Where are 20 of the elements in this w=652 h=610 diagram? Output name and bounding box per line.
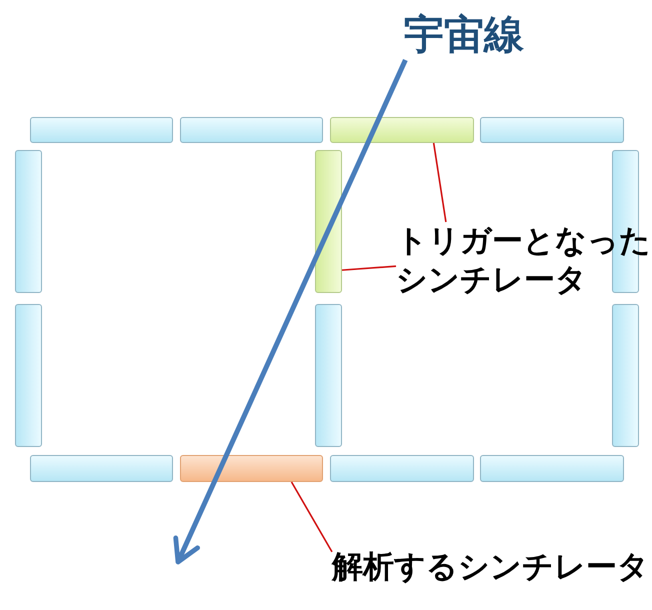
scintillator-bar bbox=[180, 455, 323, 482]
scintillator-bar bbox=[480, 117, 624, 143]
scintillator-bar bbox=[30, 455, 173, 482]
scintillator-bar bbox=[30, 117, 173, 143]
leader-line bbox=[290, 482, 333, 552]
scintillator-bar bbox=[315, 150, 342, 293]
callout-label: トリガーとなったシンチレータ bbox=[396, 222, 652, 300]
leader-line bbox=[342, 265, 396, 271]
scintillator-bar bbox=[15, 150, 42, 293]
scintillator-bar bbox=[330, 455, 474, 482]
scintillator-bar bbox=[15, 304, 42, 447]
scintillator-bar bbox=[480, 455, 624, 482]
scintillator-bar bbox=[330, 117, 474, 143]
scintillator-bar bbox=[315, 304, 342, 447]
callout-label: 解析するシンチレータ bbox=[332, 548, 650, 587]
leader-line bbox=[432, 142, 447, 222]
cosmic-ray-arrow bbox=[173, 58, 408, 564]
scintillator-bar bbox=[180, 117, 323, 143]
scintillator-bar bbox=[612, 304, 639, 447]
title-label: 宇宙線 bbox=[404, 10, 544, 60]
